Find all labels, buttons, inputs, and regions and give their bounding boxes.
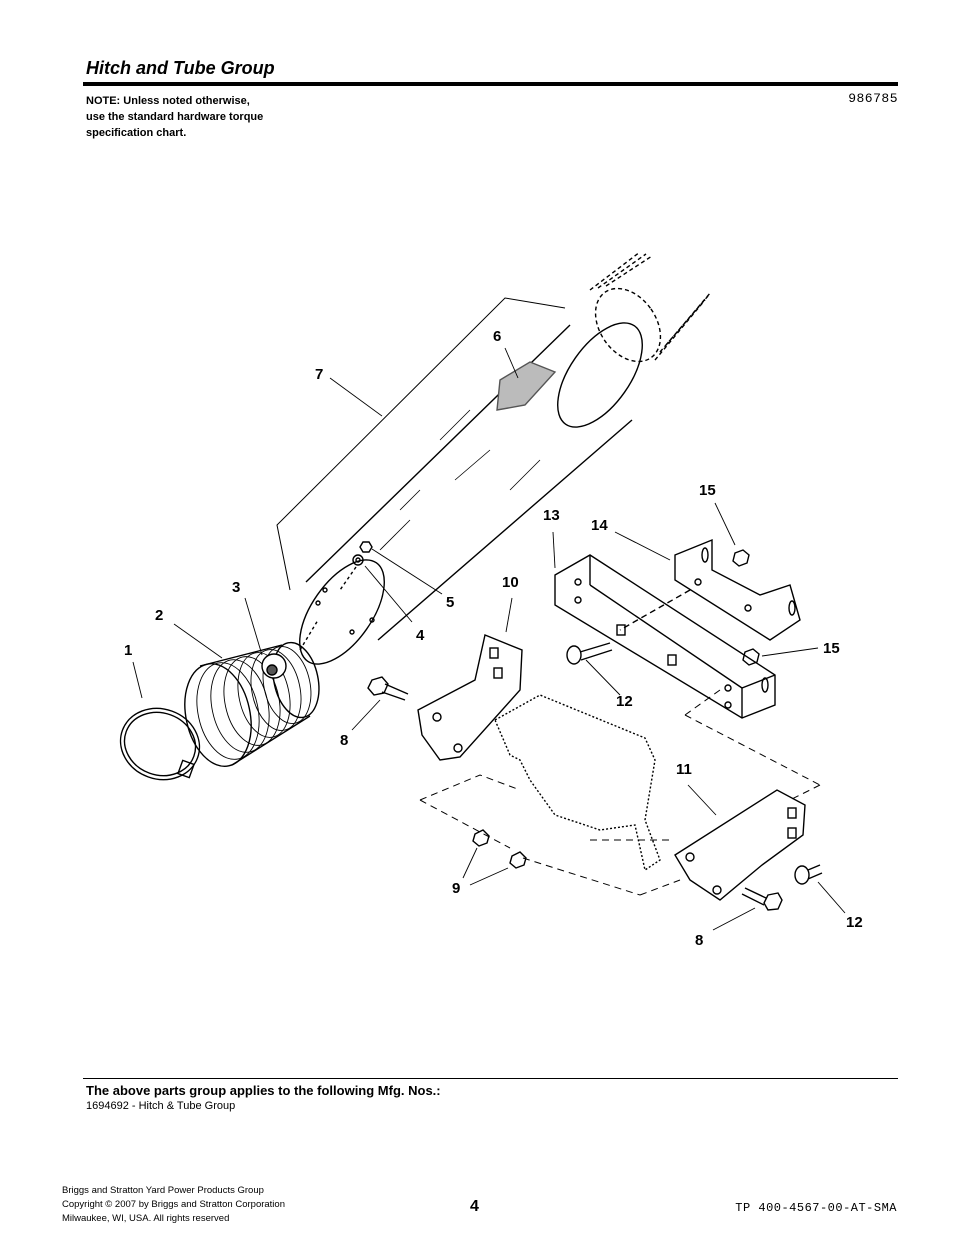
header-rule (83, 82, 898, 86)
u-bracket (619, 538, 801, 641)
company-line: Briggs and Stratton Yard Power Products … (62, 1185, 264, 1196)
callout-label: 15 (823, 640, 840, 657)
callout-label: 10 (502, 574, 519, 591)
callout-label: 6 (493, 328, 501, 345)
callout-label: 5 (446, 594, 454, 611)
hex-bolt (741, 887, 783, 911)
callout-label: 8 (695, 932, 703, 949)
center-hitch (494, 694, 661, 872)
document-code: TP 400-4567-00-AT-SMA (735, 1201, 897, 1215)
note-line: use the standard hardware torque (86, 111, 264, 123)
callout-label: 2 (155, 607, 163, 624)
callout-bracket (276, 297, 566, 591)
nut (742, 648, 760, 666)
applies-item: 1694692 - Hitch & Tube Group (86, 1100, 236, 1112)
leader-lines (132, 347, 846, 931)
applies-heading: The above parts group applies to the fol… (86, 1083, 441, 1098)
callout-label: 7 (315, 366, 323, 383)
note-line: NOTE: Unless noted otherwise, (86, 95, 250, 107)
callout-label: 1 (124, 642, 132, 659)
callout-label: 11 (676, 761, 692, 778)
side-bracket (674, 789, 806, 901)
callout-label: 3 (232, 579, 240, 596)
figure-id: 986785 (848, 91, 898, 106)
hex-bolt (367, 676, 409, 701)
company-line: Milwaukee, WI, USA. All rights reserved (62, 1213, 230, 1224)
callout-label: 13 (543, 507, 560, 524)
nut (509, 851, 527, 869)
applies-rule (83, 1078, 898, 1079)
decal-label (496, 361, 557, 411)
callout-label: 15 (699, 482, 716, 499)
callout-label: 9 (452, 880, 460, 897)
main-tube (299, 322, 643, 665)
hose-clamp (119, 707, 201, 781)
flex-hose (184, 619, 320, 767)
nut (732, 549, 750, 567)
cross-bar (554, 554, 776, 719)
company-line: Copyright © 2007 by Briggs and Stratton … (62, 1199, 285, 1210)
callout-label: 12 (616, 693, 633, 710)
hitch-plate (417, 634, 523, 761)
nut (472, 829, 490, 847)
tube-extension (589, 251, 712, 363)
callout-label: 8 (340, 732, 348, 749)
callout-label: 14 (591, 517, 608, 534)
callout-numbers: 1 2 3 4 5 6 7 8 8 9 10 11 12 12 13 14 15… (124, 328, 863, 949)
page-title: Hitch and Tube Group (86, 58, 275, 78)
callout-label: 4 (416, 627, 425, 644)
carriage-bolt (794, 864, 823, 885)
torque-note: NOTE: Unless noted otherwise, use the st… (86, 93, 316, 141)
company-info: Briggs and Stratton Yard Power Products … (62, 1184, 285, 1226)
screw-and-nut (339, 541, 373, 591)
page-number: 4 (470, 1198, 479, 1215)
note-line: specification chart. (86, 127, 187, 139)
carriage-bolt (566, 642, 613, 665)
callout-label: 12 (846, 914, 863, 931)
